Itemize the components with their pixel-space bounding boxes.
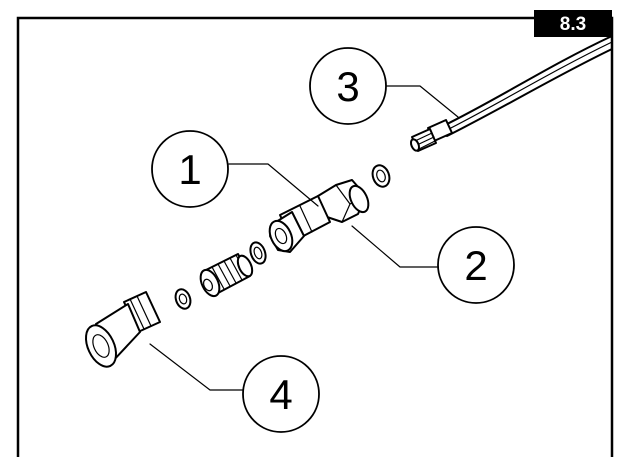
- coupling-body-part-1-2: [268, 179, 370, 253]
- section-badge-label: 8.3: [560, 14, 586, 35]
- callout-4-label: 4: [269, 371, 292, 418]
- callout-1: 1: [151, 130, 229, 208]
- leader-line-1: [228, 163, 319, 207]
- callout-4: 4: [242, 355, 320, 433]
- callout-3: 3: [309, 47, 387, 125]
- washer-left: [174, 288, 192, 310]
- leader-line-2: [351, 225, 439, 268]
- callout-1-label: 1: [178, 146, 201, 193]
- figure-frame: [16, 16, 614, 457]
- callout-2: 2: [437, 226, 515, 304]
- hose-part-3: [409, 35, 613, 152]
- section-badge: 8.3: [534, 10, 612, 37]
- leader-lines: [149, 85, 459, 391]
- washer-right: [371, 164, 391, 188]
- leader-line-3: [385, 85, 459, 118]
- quick-coupler-part-4: [84, 291, 161, 368]
- callout-2-label: 2: [464, 242, 487, 289]
- washer-middle: [249, 241, 267, 265]
- leader-line-4: [149, 343, 244, 391]
- threaded-nipple: [199, 253, 254, 298]
- callout-3-label: 3: [336, 63, 359, 110]
